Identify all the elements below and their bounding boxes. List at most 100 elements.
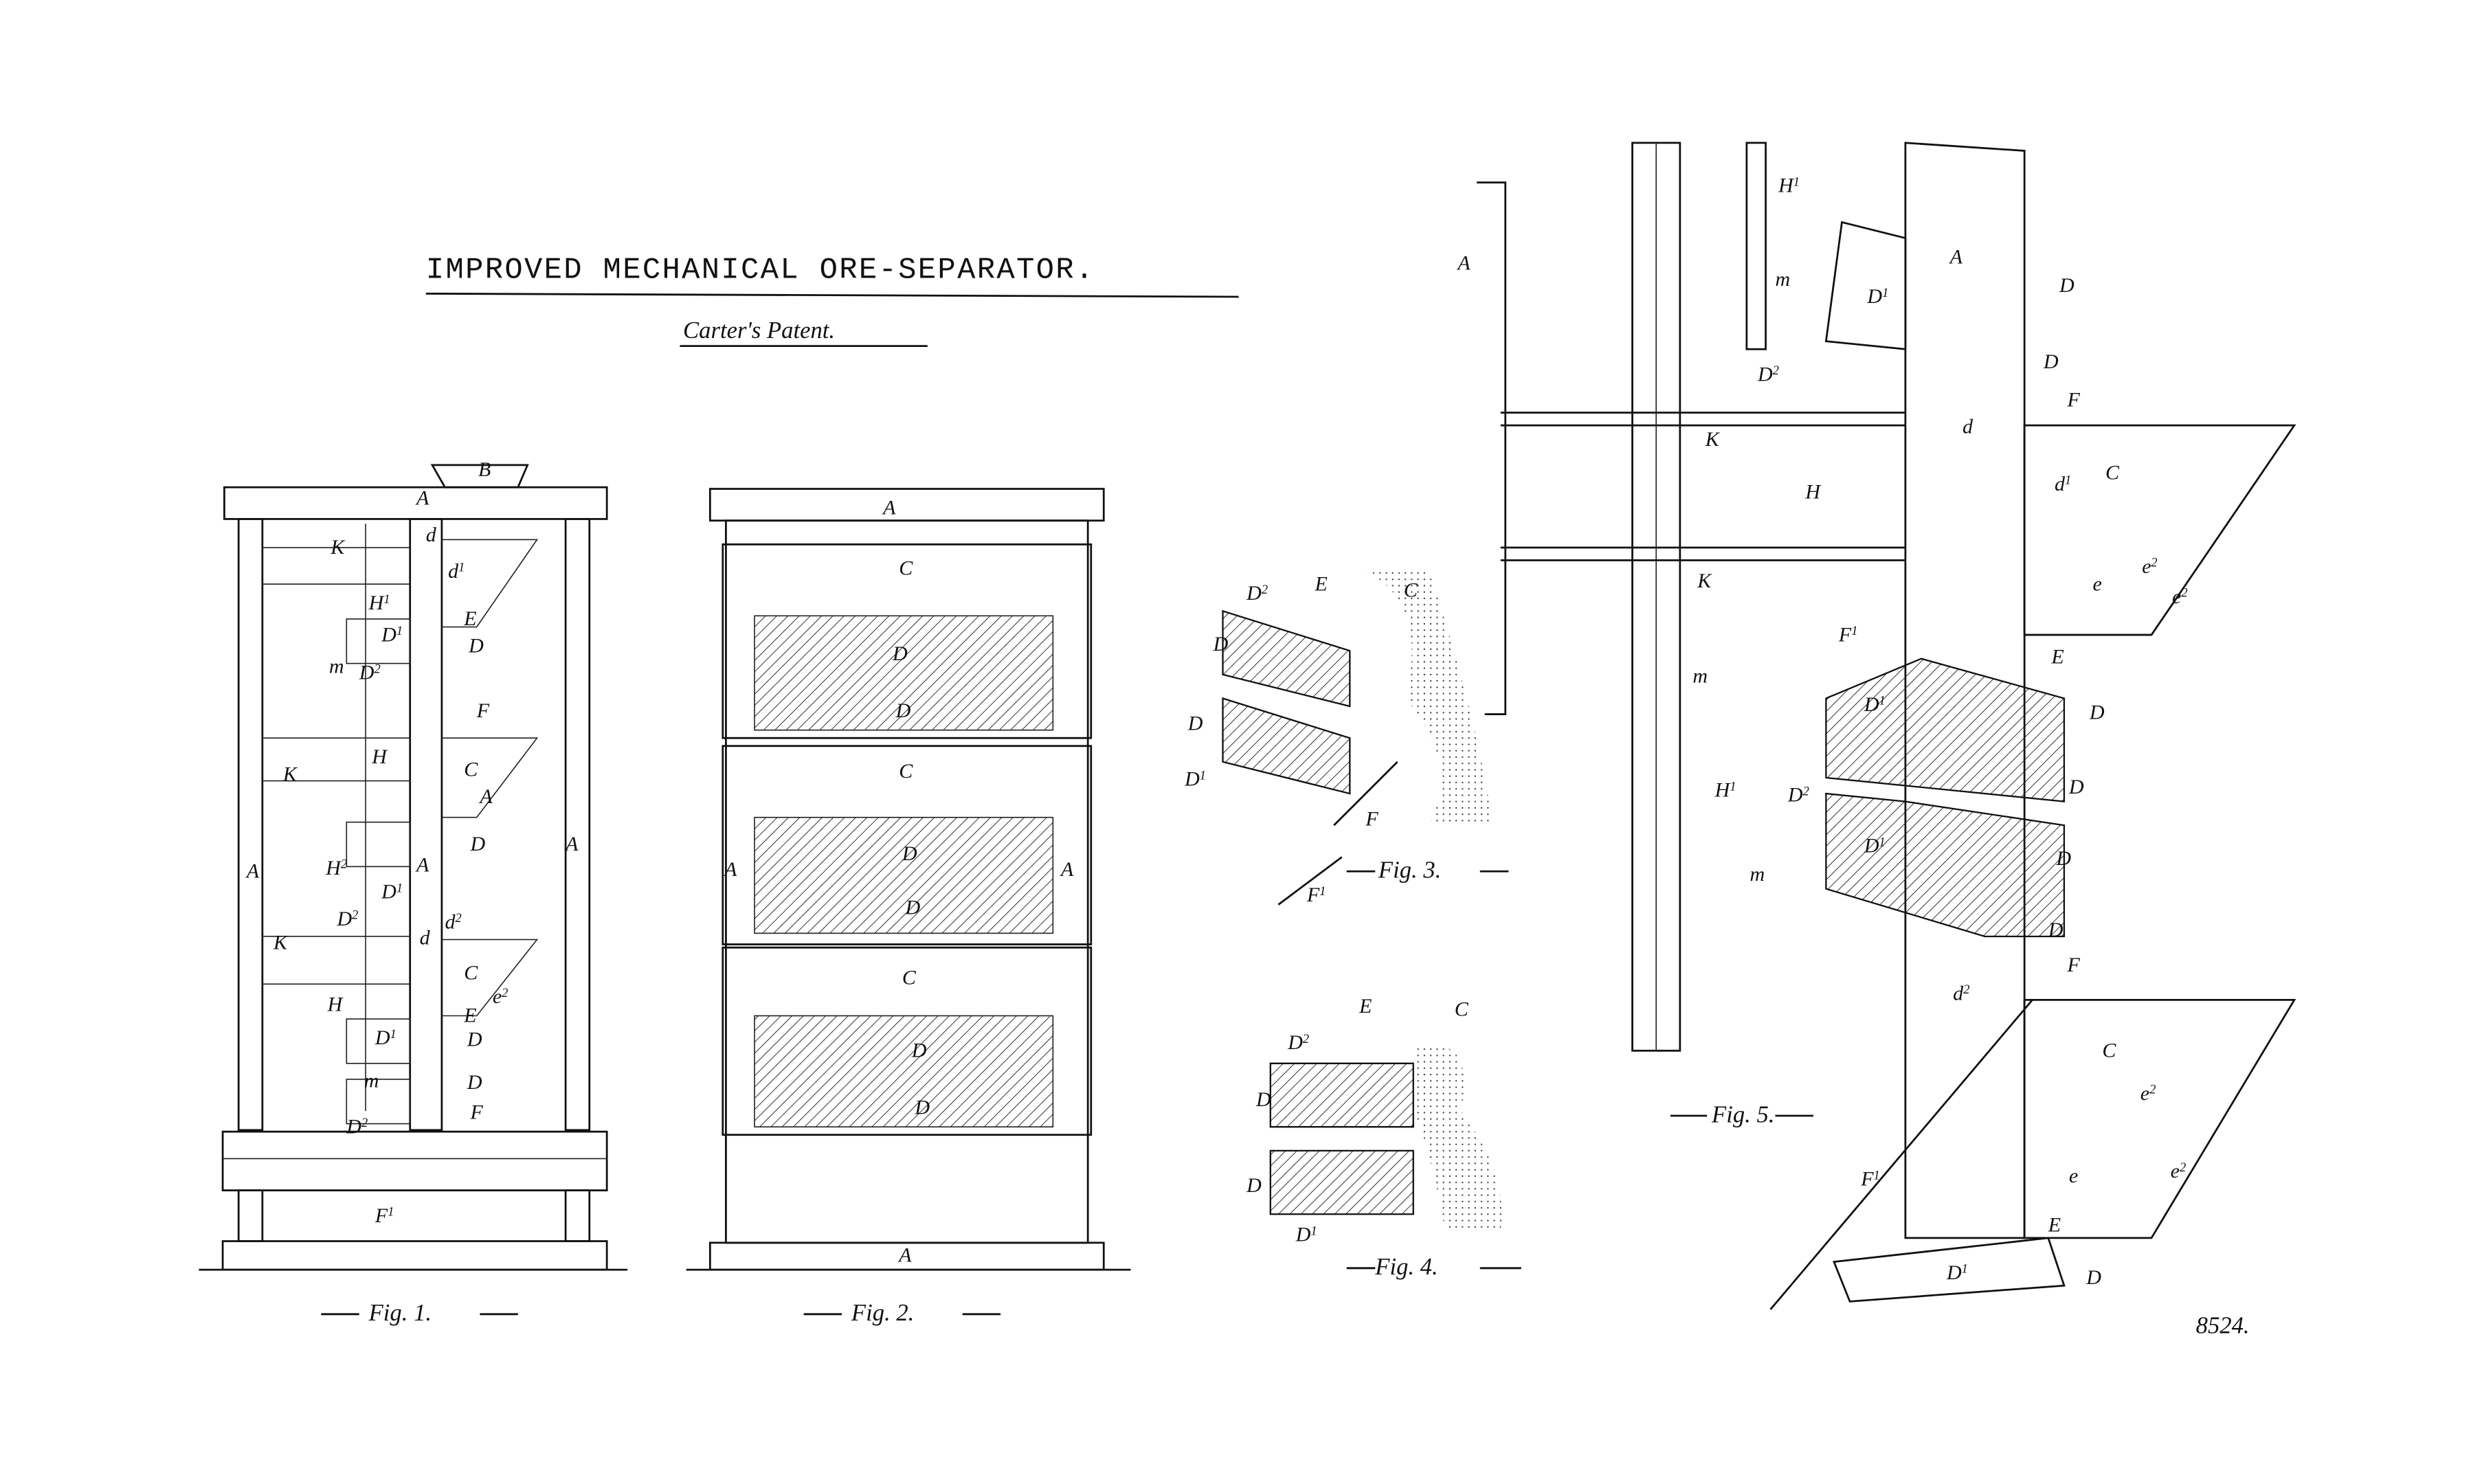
drawing-subtitle: Carter's Patent. [683,317,835,344]
figure-3-reference-label: F [1365,807,1378,830]
figure-5-reference-label: D [2068,776,2084,798]
figure-1-reference-label: H [371,745,388,768]
figure-3-section [1222,571,1509,906]
figure-1-reference-label: K [330,536,346,559]
figure-4-reference-label: D [1246,1174,1262,1197]
figure-1-reference-label: F [476,699,490,722]
figure-1-reference-label: K [273,931,289,954]
figure-3-reference-label: D [1187,712,1203,735]
figure-4-section [1269,1044,1521,1270]
title-underline [425,292,1239,298]
figure-5-reference-label: H1 [1778,175,1800,197]
figure-5-reference-label: e [2069,1165,2078,1187]
figure-1-reference-label: d1 [448,560,465,583]
figure-1-reference-label: D2 [336,908,358,930]
figure-4-reference-label: D [1255,1088,1271,1111]
figure-3-reference-label: E [1315,572,1328,595]
figure-1-reference-label: D2 [346,1115,368,1138]
figure-3-reference-label: F1 [1306,884,1326,906]
figure-5-reference-label: E [2050,646,2064,668]
figure-2-reference-label: D [914,1097,930,1119]
figure-1-reference-label: F1 [374,1204,394,1227]
figure-5-reference-label: D [2059,274,2075,297]
figure-2-reference-label: A [897,1244,912,1267]
figure-1-reference-label: A [564,833,579,855]
figure-1-reference-label: F [470,1101,484,1124]
figure-5-reference-label: D [2055,847,2071,870]
figure-1-reference-label: E [463,1004,476,1027]
figure-1-reference-label: D1 [374,1026,396,1049]
figure-3-reference-label: C [1404,579,1418,602]
figure-1-reference-label: e2 [493,985,508,1008]
figure-1-reference-label: d [426,524,437,546]
figure-2-reference-label: D [902,842,917,865]
figure-2-reference-label: A [1060,858,1074,881]
figure-1-side-elevation [199,464,628,1316]
figure-5-enlarged-detail [1477,142,2296,1310]
figure-1-reference-label: m [329,655,344,678]
figure-5-reference-label: m [1775,268,1790,291]
figure-1-reference-label: H [327,993,344,1016]
figure-1-reference-label: B [478,458,491,481]
figure-3-reference-label: D [1213,633,1229,655]
figure-5-reference-label: D [2048,919,2064,941]
figure-1-reference-label: d2 [445,910,462,933]
figure-1-reference-label: D [470,833,486,855]
figure-5-reference-label: m [1692,664,1708,687]
figure-5-reference-label: H [1804,480,1822,503]
figure-5-reference-label: e [2092,572,2101,595]
figure-1-reference-label: A [415,853,429,876]
figure-5-reference-label: K [1705,428,1721,451]
figure-1-reference-label: m [364,1069,379,1092]
figure-5-reference-label: d2 [1953,982,1969,1004]
figure-5-reference-label: F [2067,388,2081,411]
figure-5-reference-label: m [1749,863,1765,886]
figure-2-reference-label: D [892,642,908,665]
figure-1-reference-label: D2 [359,662,381,684]
figure-4-caption: Fig. 4. [1374,1254,1438,1280]
figure-5-reference-label: A [1456,252,1471,275]
figure-1-reference-label: C [464,758,478,781]
figure-2-reference-label: A [723,858,737,881]
figure-2-reference-label: D [904,897,920,919]
figure-5-reference-label: H1 [1714,779,1736,802]
figure-2-reference-label: D [911,1039,927,1062]
figure-5-reference-label: C [2105,462,2120,484]
figure-5-reference-label: e2 [2172,585,2188,608]
figure-2-reference-label: C [899,760,913,783]
figure-1-reference-label: D [468,634,484,657]
figure-5-reference-label: F1 [1860,1168,1880,1191]
figure-2-front-elevation [686,488,1131,1316]
figure-5-reference-label: e2 [2140,1082,2156,1105]
figure-5-caption: Fig. 5. [1711,1101,1774,1127]
figure-1-reference-label: d [420,927,431,949]
figure-5-reference-label: C [2102,1039,2116,1062]
figure-1-reference-label: H1 [368,592,390,614]
figure-1-reference-label: A [478,785,493,808]
figure-4-reference-label: D1 [1295,1224,1317,1246]
figure-4-reference-label: C [1455,998,1469,1021]
figure-5-reference-label: D [2086,1266,2101,1289]
figure-2-reference-label: D [895,699,911,722]
figure-5-reference-label: e2 [2142,555,2158,578]
figure-5-reference-label: e2 [2171,1160,2187,1182]
figure-1-reference-label: D1 [381,881,403,903]
figure-1-reference-label: H2 [325,857,347,879]
drawing-title: IMPROVED MECHANICAL ORE-SEPARATOR. [426,253,1095,287]
figure-1-reference-label: D1 [381,623,403,646]
figure-4-reference-label: D2 [1287,1031,1309,1054]
figure-5-reference-label: E [2048,1214,2061,1237]
figure-3-caption: Fig. 3. [1378,857,1441,884]
sheet-number: 8524. [2196,1313,2250,1339]
figure-5-reference-label: D2 [1787,784,1809,807]
figure-5-reference-label: D2 [1757,363,1779,385]
figure-5-reference-label: D1 [1946,1261,1968,1284]
figure-1-reference-label: K [282,763,298,786]
figure-5-reference-label: K [1697,570,1712,592]
figure-3-reference-label: D2 [1246,582,1268,605]
figure-5-reference-label: D [2089,701,2105,724]
figure-2-reference-label: A [882,496,896,519]
figure-1-reference-label: A [245,860,260,883]
figure-1-caption: Fig. 1. [368,1300,432,1326]
